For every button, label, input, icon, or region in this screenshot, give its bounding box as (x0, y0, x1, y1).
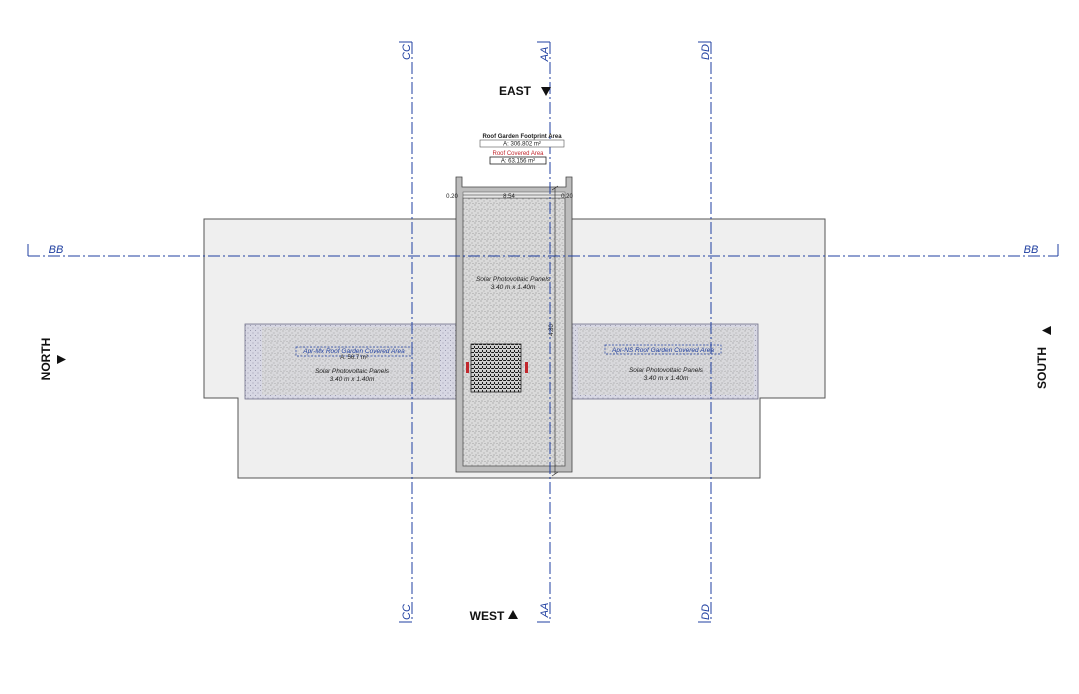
dim-side-length: 4.80 (549, 324, 555, 336)
dim-left-small: 0.20 (446, 194, 458, 200)
right-panel-name: Solar Photovoltaic Panels (629, 367, 704, 374)
right-area-label: Apr-NS Roof Garden Covered Area (611, 347, 714, 354)
section-bb-left-label: BB (49, 244, 64, 256)
right-panel-zone: Apr-NS Roof Garden Covered Area Solar Ph… (571, 323, 759, 400)
section-cc-top-label: CC (401, 44, 413, 60)
left-area-value: A: 56.7 m² (340, 355, 368, 361)
covered-area-tag: Roof Covered Area A: 63.156 m² (489, 151, 547, 165)
section-lines (28, 42, 1058, 622)
north-arrow-icon (57, 355, 66, 364)
top-panel-name: Solar Photovoltaic Panels (476, 276, 551, 283)
covered-area-title: Roof Covered Area (492, 151, 544, 157)
compass-south-label: SOUTH (1035, 347, 1049, 389)
garden-footprint-value: A: 306.802 m² (503, 142, 541, 148)
section-dd-bottom-label: DD (700, 604, 712, 620)
left-area-label: Apr-Mx Roof Garden Covered Area (302, 348, 405, 355)
left-panel-zone: Apr-Mx Roof Garden Covered Area A: 56.7 … (244, 323, 458, 400)
roof-garden-strip: Solar Photovoltaic Panels 3.40 m x 1.40m (455, 176, 573, 473)
section-aa-bottom-label: AA (539, 603, 551, 619)
east-arrow-icon (541, 87, 551, 96)
compass-west-label: WEST (470, 609, 505, 623)
garden-footprint-tag: Roof Garden Footprint Area A: 306.802 m² (479, 134, 565, 148)
compass-east-label: EAST (499, 84, 532, 98)
section-bb-right-label: BB (1024, 244, 1039, 256)
compass-north-label: NORTH (39, 338, 53, 381)
section-cc-bottom-label: CC (401, 604, 413, 620)
right-panel-size: 3.40 m x 1.40m (644, 375, 689, 382)
top-panel-size: 3.40 m x 1.40m (491, 284, 536, 291)
dim-top-width: 8.54 (503, 194, 515, 200)
section-end-ticks (27, 41, 1059, 623)
section-dd-top-label: DD (700, 44, 712, 60)
west-arrow-icon (508, 610, 518, 619)
covered-area-value: A: 63.156 m² (501, 159, 535, 165)
left-panel-size: 3.40 m x 1.40m (330, 376, 375, 383)
dimension-lines (463, 185, 565, 477)
garden-footprint-title: Roof Garden Footprint Area (482, 134, 562, 140)
left-panel-name: Solar Photovoltaic Panels (315, 368, 390, 375)
south-arrow-icon (1042, 326, 1051, 335)
dim-top-right: 0.20 (561, 194, 573, 200)
section-aa-top-label: AA (539, 47, 551, 63)
